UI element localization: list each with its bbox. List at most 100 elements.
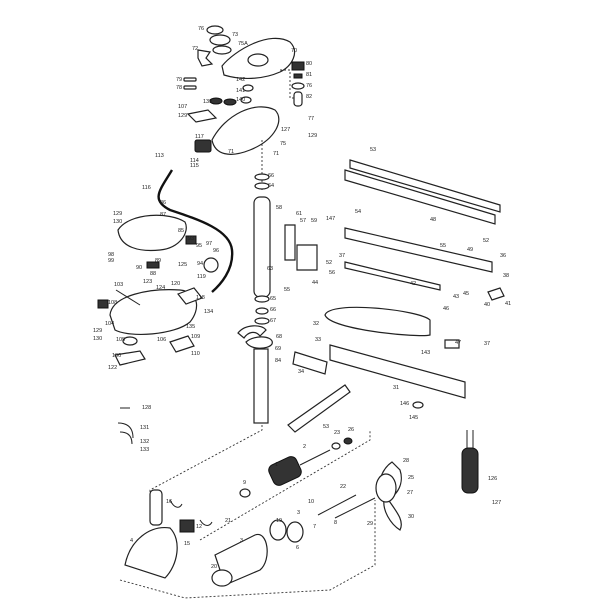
- part-number-label: 9: [243, 480, 246, 486]
- part-number-label: 88: [150, 271, 156, 277]
- part-number-label: 1: [275, 462, 278, 468]
- part-number-label: 120: [171, 281, 180, 287]
- part-number-label: 53: [323, 424, 329, 430]
- part-number-label: 54: [355, 209, 361, 215]
- part-number-label: 126: [488, 476, 497, 482]
- part-number-label: 129: [93, 328, 102, 334]
- part-number-label: 28: [403, 458, 409, 464]
- part-number-label: 95: [196, 243, 202, 249]
- part-number-label: 146: [400, 401, 409, 407]
- part-number-label: 128: [142, 405, 151, 411]
- top-cover-assembly: [183, 25, 305, 155]
- part-number-label: 142: [236, 77, 245, 83]
- part-number-label: 115: [190, 163, 199, 169]
- part-number-label: 73: [232, 32, 238, 38]
- part-number-label: 36: [500, 253, 506, 259]
- part-number-label: 141: [236, 88, 245, 94]
- part-number-label: 40: [484, 302, 490, 308]
- part-number-label: 68: [276, 334, 282, 340]
- power-cable: [157, 169, 234, 293]
- part-number-label: 78: [176, 85, 182, 91]
- part-number-label: 113: [155, 153, 164, 159]
- part-number-label: 23: [334, 430, 340, 436]
- part-number-label: 67: [270, 318, 276, 324]
- part-number-label: 129: [178, 113, 187, 119]
- part-number-label: 89: [155, 258, 161, 264]
- part-number-label: 30: [408, 514, 414, 520]
- part-number-label: 104: [105, 321, 114, 327]
- part-number-label: 117: [195, 134, 204, 140]
- part-number-label: 124: [156, 285, 165, 291]
- part-number-label: 76: [198, 26, 204, 32]
- part-number-label: 98: [108, 252, 114, 258]
- part-number-label: 107: [178, 104, 187, 110]
- part-number-label: 55: [440, 243, 446, 249]
- lower-unit-assembly: [117, 407, 479, 599]
- part-number-label: 3: [240, 538, 243, 544]
- part-number-label: 49: [467, 247, 473, 253]
- part-number-label: 106: [157, 337, 166, 343]
- part-number-label: 133: [140, 447, 149, 453]
- part-number-label: 66: [268, 173, 274, 179]
- part-number-label: 69: [275, 346, 281, 352]
- part-number-label: 8: [334, 520, 337, 526]
- part-number-label: 31: [393, 385, 399, 391]
- part-number-label: 147: [326, 216, 335, 222]
- part-number-label: 94: [197, 261, 203, 267]
- part-number-label: 122: [108, 365, 117, 371]
- part-number-label: 129: [113, 211, 122, 217]
- part-number-label: 25: [408, 475, 414, 481]
- part-number-label: 52: [483, 238, 489, 244]
- part-number-label: 61: [296, 211, 302, 217]
- part-number-label: 37: [484, 341, 490, 347]
- part-number-label: 63: [267, 266, 273, 272]
- part-number-label: 127: [492, 500, 501, 506]
- part-number-label: 56: [329, 270, 335, 276]
- part-number-label: 86: [160, 200, 166, 206]
- part-number-label: 81: [306, 72, 312, 78]
- part-number-label: 59: [311, 218, 317, 224]
- part-number-label: 99: [108, 258, 114, 264]
- part-number-label: 72: [192, 46, 198, 52]
- part-number-label: 97: [206, 241, 212, 247]
- part-number-label: 93: [188, 236, 194, 242]
- part-number-label: 16: [166, 499, 172, 505]
- mount-assembly: [284, 159, 505, 433]
- part-number-label: 71: [228, 149, 234, 155]
- part-number-label: 58: [276, 205, 282, 211]
- part-number-label: 87: [160, 212, 166, 218]
- part-number-label: 70: [291, 48, 297, 54]
- part-number-label: 143: [421, 350, 430, 356]
- part-number-label: 26: [348, 427, 354, 433]
- part-number-label: 66: [270, 307, 276, 313]
- part-number-label: 71: [273, 151, 279, 157]
- part-number-label: 100: [112, 353, 121, 359]
- part-number-label: 47: [455, 340, 461, 346]
- part-number-label: 103: [114, 282, 123, 288]
- part-number-label: 75: [280, 141, 286, 147]
- foot-pedal-assembly: [97, 214, 219, 366]
- part-number-label: 45: [463, 291, 469, 297]
- part-number-label: 130: [113, 219, 122, 225]
- part-number-label: 38: [503, 273, 509, 279]
- part-number-label: 130: [93, 336, 102, 342]
- part-number-label: 132: [140, 439, 149, 445]
- part-number-label: 64: [268, 183, 274, 189]
- part-number-label: 90: [136, 265, 142, 271]
- part-number-label: 127: [281, 127, 290, 133]
- part-number-label: 33: [315, 337, 321, 343]
- part-number-label: 145: [409, 415, 418, 421]
- part-number-label: 37: [339, 253, 345, 259]
- part-number-label: 131: [140, 425, 149, 431]
- part-number-label: 123: [143, 279, 152, 285]
- part-number-label: 108: [108, 300, 117, 306]
- part-number-label: 82: [306, 94, 312, 100]
- part-number-label: 10: [308, 499, 314, 505]
- part-number-label: 110: [191, 351, 200, 357]
- part-number-label: 79: [176, 77, 182, 83]
- part-number-label: 52: [326, 260, 332, 266]
- part-number-label: 139: [203, 99, 212, 105]
- part-number-label: 42: [410, 281, 416, 287]
